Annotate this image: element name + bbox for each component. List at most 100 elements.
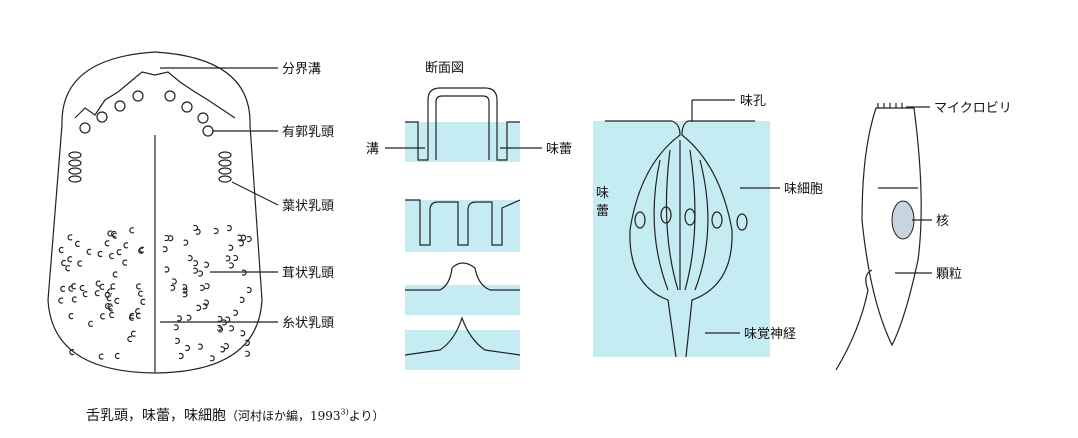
taste-bud: 味孔 味 味蕾 蕾 味細胞 味覚神経	[593, 94, 823, 358]
papilla-mark	[239, 296, 245, 303]
taste-cell: マイクロビリ 核 顆粒	[835, 101, 1012, 371]
papilla-mark	[171, 278, 177, 285]
papilla-mark	[95, 280, 101, 287]
papilla-mark	[217, 315, 223, 322]
label-granules: 顆粒	[936, 267, 962, 282]
papilla-mark	[199, 284, 205, 291]
papilla-mark	[204, 261, 210, 268]
papilla-mark	[178, 352, 184, 360]
papilla-mark	[104, 240, 110, 247]
papilla-mark	[138, 247, 144, 254]
papilla-mark	[229, 325, 235, 332]
papilla-mark	[68, 313, 74, 320]
papilla-mark	[58, 246, 64, 254]
papilla-mark	[71, 296, 77, 303]
papilla-mark	[173, 324, 179, 331]
papilla-mark	[139, 246, 145, 253]
papilla-mark	[185, 344, 191, 352]
papilla-mark	[58, 297, 64, 304]
papilla-mark	[193, 260, 199, 267]
papilla-mark	[114, 297, 120, 304]
papilla-mark	[79, 284, 85, 292]
foliate-papillae	[68, 151, 232, 183]
papilla-mark	[116, 249, 122, 256]
fungiform-papillae	[58, 224, 252, 362]
papilla-mark	[114, 352, 120, 360]
papilla-mark	[86, 248, 92, 255]
label-groove: 溝	[366, 142, 379, 157]
papilla-mark	[246, 286, 252, 294]
papilla-mark	[220, 346, 226, 353]
papilla-mark	[175, 337, 180, 344]
papilla-mark	[104, 291, 110, 298]
papilla-mark	[60, 285, 66, 292]
papilla-mark	[111, 230, 116, 238]
papilla-mark	[164, 266, 170, 273]
papilla-mark	[99, 283, 105, 290]
papilla-mark	[204, 299, 209, 306]
papilla-mark	[107, 288, 113, 295]
papilla-mark	[193, 224, 199, 232]
papilla-mark	[182, 284, 188, 291]
papilla-mark	[168, 235, 174, 242]
caption-source: （河村ほか編，1993	[226, 409, 341, 423]
papilla-mark	[183, 239, 189, 246]
label-taste-bud-side-1: 味	[596, 186, 609, 201]
papilla-mark	[176, 315, 182, 322]
papilla-mark	[218, 326, 224, 333]
papilla-mark	[109, 252, 114, 260]
label-fungiform: 茸状乳頭	[282, 266, 334, 281]
circumvallate-papillae	[79, 90, 214, 137]
papilla-mark	[94, 290, 100, 297]
papilla-mark	[229, 262, 234, 269]
tongue: 分界溝 有郭乳頭 葉状乳頭 茸状乳頭 糸状乳頭	[47, 51, 334, 374]
papilla-mark	[88, 320, 94, 327]
papilla-mark	[226, 225, 232, 232]
papilla-mark	[241, 269, 247, 276]
papilla-mark	[98, 353, 104, 360]
label-circumvallate: 有郭乳頭	[282, 124, 334, 140]
papilla-mark	[104, 303, 110, 310]
papilla-mark	[164, 234, 170, 242]
papilla-mark	[196, 304, 202, 311]
label-section-taste-bud: 味蕾	[546, 142, 572, 157]
papilla-mark	[195, 228, 201, 235]
papilla-mark	[110, 283, 116, 290]
papilla-mark	[233, 254, 239, 262]
papilla-mark	[68, 285, 74, 292]
papilla-mark	[187, 255, 193, 262]
papilla-mark	[237, 234, 243, 241]
papilla-mark	[67, 234, 73, 241]
label-taste-pore: 味孔	[740, 94, 766, 109]
label-nucleus: 核	[936, 214, 949, 229]
papilla-mark	[202, 303, 208, 310]
papilla-mark	[198, 270, 203, 277]
papilla-mark	[213, 227, 219, 235]
papilla-mark	[182, 287, 188, 294]
papilla-mark	[193, 267, 198, 274]
papilla-mark	[69, 349, 75, 356]
papilla-mark	[129, 312, 135, 320]
papilla-mark	[127, 336, 133, 343]
papilla-mark	[223, 343, 229, 350]
papilla-mark	[122, 259, 128, 266]
papilla-mark	[106, 295, 112, 302]
caption-main: 舌乳頭，味蕾，味細胞	[86, 408, 226, 424]
papilla-mark	[182, 291, 188, 298]
papilla-mark	[107, 303, 113, 310]
label-gustatory-nerve: 味覚神経	[744, 327, 796, 342]
papilla-mark	[123, 242, 129, 249]
papilla-mark	[240, 330, 246, 337]
papilla-mark	[246, 236, 252, 243]
papilla-mark	[239, 240, 244, 247]
papilla-mark	[228, 244, 234, 251]
papilla-mark	[225, 255, 231, 262]
papilla-mark	[245, 350, 250, 357]
papilla-mark	[136, 283, 141, 290]
label-filiform: 糸状乳頭	[282, 316, 334, 331]
caption-ref: 3)	[340, 407, 349, 417]
label-taste-cell: 味細胞	[784, 182, 823, 197]
figure-caption: 舌乳頭，味蕾，味細胞（河村ほか編，19933)より）	[86, 405, 385, 425]
label-taste-bud-side-2: 蕾	[596, 204, 609, 219]
